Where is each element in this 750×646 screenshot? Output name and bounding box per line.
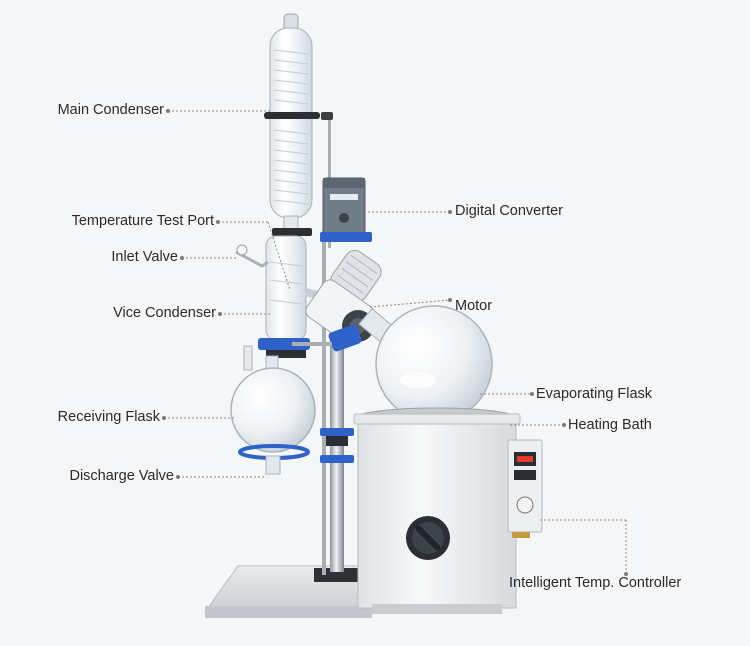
intelligent-temp-controller bbox=[507, 439, 543, 538]
label-discharge-valve: Discharge Valve bbox=[69, 468, 174, 484]
control-knob-icon bbox=[406, 516, 450, 560]
pole-clamps bbox=[292, 342, 354, 463]
label-evaporating-flask: Evaporating Flask bbox=[536, 386, 653, 402]
motor bbox=[305, 249, 382, 352]
inlet-valve bbox=[235, 244, 269, 268]
digital-converter bbox=[320, 177, 372, 242]
receiving-flask bbox=[230, 345, 316, 475]
label-digital-converter: Digital Converter bbox=[455, 203, 563, 219]
base-plate bbox=[204, 565, 373, 618]
vice-condenser bbox=[258, 235, 310, 358]
label-vice-condenser: Vice Condenser bbox=[113, 305, 216, 321]
main-condenser bbox=[264, 13, 320, 236]
label-heating-bath: Heating Bath bbox=[568, 417, 652, 433]
label-temperature-test-port: Temperature Test Port bbox=[71, 213, 214, 229]
digital-display-icon bbox=[517, 456, 533, 462]
label-inlet-valve: Inlet Valve bbox=[111, 249, 178, 265]
label-motor: Motor bbox=[455, 298, 493, 314]
heating-bath bbox=[353, 407, 521, 614]
leader-lines bbox=[164, 110, 627, 574]
label-receiving-flask: Receiving Flask bbox=[57, 409, 160, 425]
label-intelligent-temp-controller: Intelligent Temp. Controller bbox=[509, 575, 682, 591]
power-switch-icon bbox=[516, 496, 534, 514]
evaporating-flask bbox=[358, 305, 493, 423]
label-main-condenser: Main Condenser bbox=[57, 102, 164, 118]
